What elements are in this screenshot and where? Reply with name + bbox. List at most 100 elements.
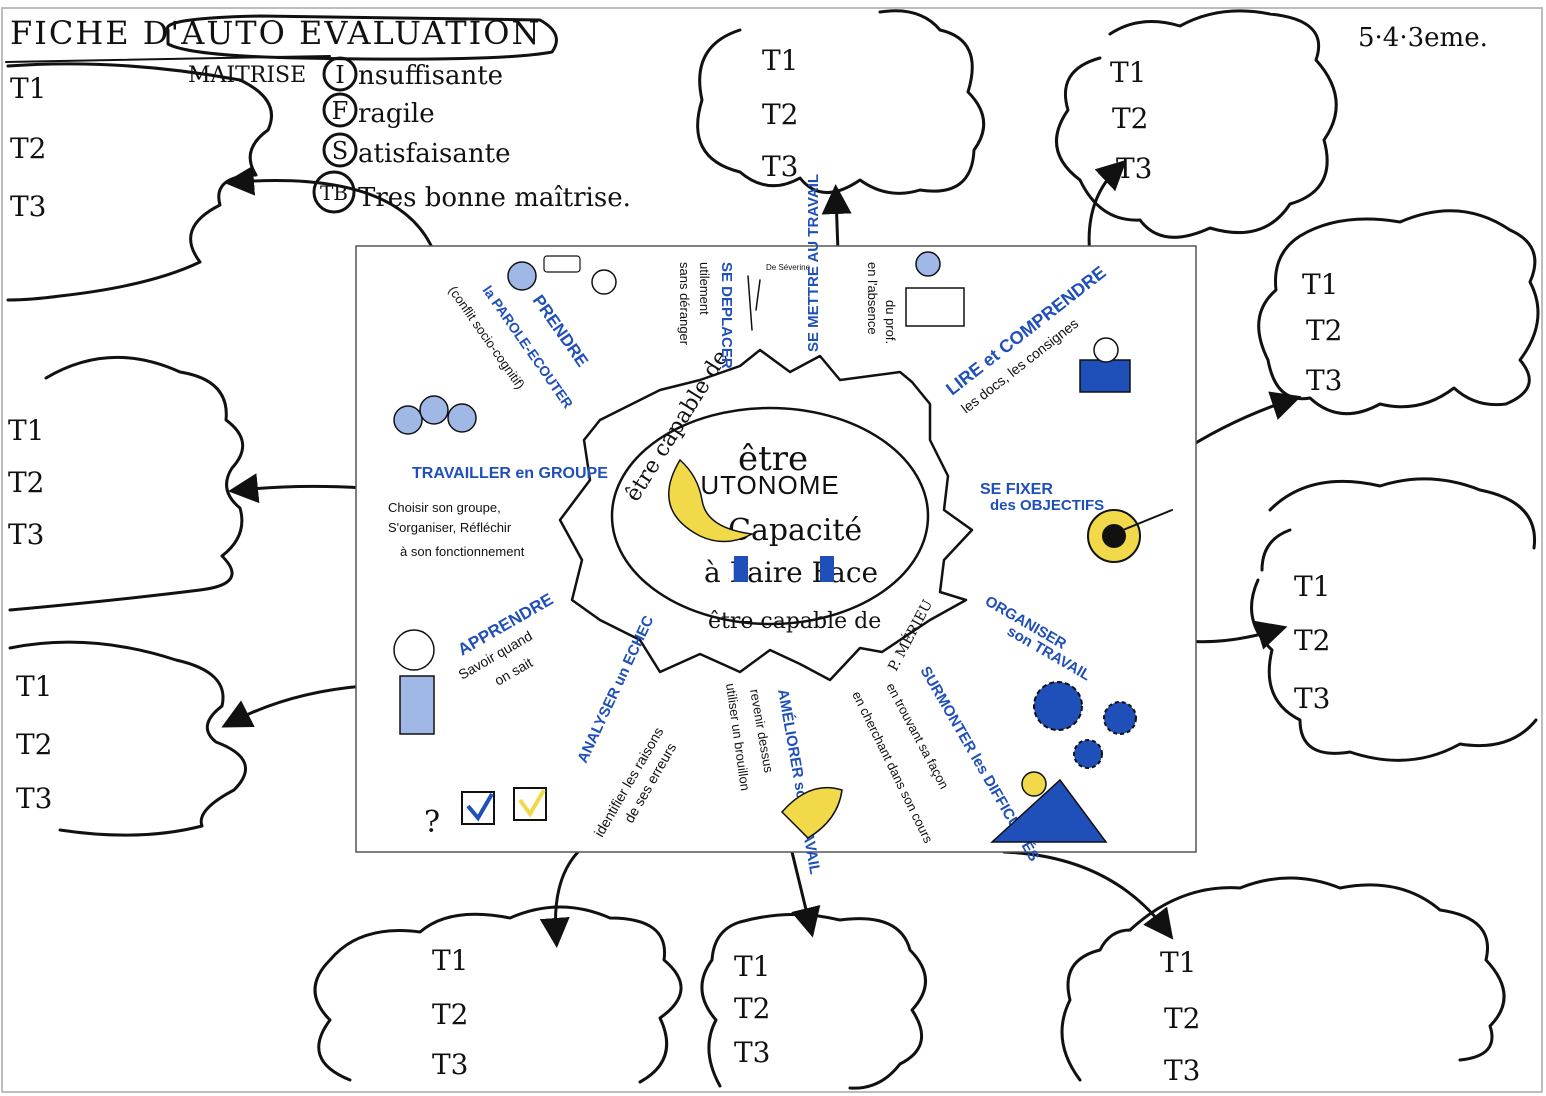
- tlabel-t1: T1: [762, 44, 799, 77]
- listener-icon: [591, 269, 617, 295]
- tlabel-t2: T2: [432, 998, 469, 1031]
- skill-sub1: utilement: [697, 262, 712, 315]
- tlabel-t3: T3: [10, 190, 47, 223]
- level-text: atisfaisante: [358, 139, 510, 169]
- tlabel-t1: T1: [10, 72, 47, 105]
- header: FICHE D'AUTO EVALUATION MAITRISE I nsuff…: [5, 14, 1488, 214]
- level-letter: I: [335, 61, 344, 89]
- cloud-top-2: [1054, 9, 1338, 239]
- desk-icon: [905, 287, 965, 327]
- tlabels-bottom-3: T1 T2 T3: [1160, 946, 1201, 1087]
- dart-icon: [1117, 509, 1173, 533]
- group-member-icon: [419, 395, 449, 425]
- boulder-icon: [1021, 771, 1047, 797]
- arrow-to-cloud-left-2: [228, 473, 366, 504]
- arrow-to-cloud-left-1: [224, 165, 436, 254]
- pencil-icon: [780, 786, 843, 839]
- tlabel-t2: T2: [762, 98, 799, 131]
- tlabel-t1: T1: [734, 950, 771, 983]
- central-poster: être capable de être AUTONOME Capacité à…: [355, 174, 1197, 876]
- skill-sub1: en l'absence: [865, 262, 880, 335]
- tlabel-t1: T1: [1302, 268, 1339, 301]
- level-tres-bonne: TB Tres bonne maîtrise.: [312, 170, 631, 214]
- arrow-to-cloud-bottom-2: [790, 850, 821, 938]
- level-circle: [322, 132, 358, 168]
- tlabels-top-2: T1 T2 T3: [1110, 56, 1153, 185]
- tlabel-t3: T3: [762, 150, 799, 183]
- tlabel-t1: T1: [432, 944, 469, 977]
- cloud-right-1: [1257, 209, 1540, 416]
- tlabel-t2: T2: [1164, 1002, 1201, 1035]
- grade-levels: 5·4·3eme.: [1358, 23, 1488, 53]
- poster-frame: [355, 245, 1197, 853]
- tlabels-right-1: T1 T2 T3: [1302, 268, 1343, 397]
- tlabel-t1: T1: [1110, 56, 1147, 89]
- tlabel-t3: T3: [1164, 1054, 1201, 1087]
- title-underline: [5, 55, 331, 63]
- reader-icon: [1093, 337, 1119, 363]
- tlabel-t3: T3: [1306, 364, 1343, 397]
- skill-sub2: sans déranger: [677, 262, 692, 346]
- skill-se-mettre-au-travail: SE METTRE AU TRAVAIL en l'absence du pro…: [805, 174, 965, 352]
- cloud-left-1: [6, 62, 273, 302]
- center-word-etre: être: [738, 439, 808, 479]
- skill-sub1: des OBJECTIFS: [990, 497, 1104, 514]
- level-letter: F: [332, 97, 349, 125]
- thinker-body-icon: [399, 675, 435, 735]
- tlabel-t3: T3: [16, 782, 53, 815]
- book-icon: [1079, 359, 1131, 393]
- center-oval: [610, 406, 930, 626]
- skill-sub1: Choisir son groupe,: [388, 500, 501, 515]
- level-fragile: F ragile: [322, 92, 435, 129]
- tlabel-t2: T2: [1112, 102, 1149, 135]
- tlabel-t2: T2: [8, 466, 45, 499]
- level-text: Tres bonne maîtrise.: [358, 183, 631, 213]
- level-insuffisante: I nsuffisante: [322, 56, 503, 92]
- title-oval: [165, 14, 558, 61]
- cloud-bottom-1: [313, 905, 683, 1084]
- group-member-icon: [393, 405, 423, 435]
- crescent-moon-icon: [668, 458, 755, 543]
- group-member-icon: [447, 403, 477, 433]
- skill-sub3: à son fonctionnement: [400, 544, 525, 559]
- tlabels-bottom-1: T1 T2 T3: [432, 944, 469, 1081]
- tlabel-t1: T1: [1160, 946, 1197, 979]
- skill-se-fixer-objectifs: SE FIXER des OBJECTIFS: [980, 481, 1173, 563]
- skill-sub2: S'organiser, Réfléchir: [388, 520, 512, 535]
- tlabel-t2: T2: [10, 132, 47, 165]
- arrow-to-cloud-top-1: [821, 184, 852, 254]
- tlabel-t2: T2: [16, 728, 53, 761]
- checkmark-icon: [518, 788, 546, 818]
- sheet-title: FICHE D'AUTO EVALUATION: [10, 14, 542, 52]
- tlabel-t3: T3: [432, 1048, 469, 1081]
- skill-title: SE METTRE AU TRAVAIL: [805, 174, 822, 352]
- checkmark-icon: [466, 792, 494, 822]
- tlabels-left-2: T1 T2 T3: [8, 414, 45, 551]
- tlabels-left-1: T1 T2 T3: [10, 72, 47, 223]
- cloud-top-1: [696, 9, 986, 195]
- tlabel-t1: T1: [1294, 570, 1331, 603]
- level-text: ragile: [358, 99, 435, 129]
- gear-icon: [1073, 739, 1103, 769]
- tlabel-t1: T1: [8, 414, 45, 447]
- starburst: [558, 348, 974, 682]
- gear-icon: [1103, 701, 1137, 735]
- cloud-bottom-3: [1060, 876, 1506, 1082]
- level-letter: S: [332, 137, 348, 165]
- arrow-to-cloud-bottom-1: [539, 850, 580, 948]
- tlabels-left-3: T1 T2 T3: [16, 670, 53, 815]
- student-icon: [915, 251, 941, 277]
- gear-icon: [1033, 681, 1083, 731]
- tlabel-t2: T2: [1306, 314, 1343, 347]
- tlabel-t2: T2: [1294, 624, 1331, 657]
- cloud-left-2: [8, 355, 245, 612]
- tlabel-t3: T3: [1294, 682, 1331, 715]
- skill-title: TRAVAILLER en GROUPE: [412, 465, 608, 482]
- blue-block-icon: [820, 556, 834, 582]
- cloud-left-3: [8, 640, 247, 837]
- center-line-bottom: être capable de: [708, 609, 881, 634]
- page-border: [1, 7, 1543, 1093]
- tlabels-right-2: T1 T2 T3: [1294, 570, 1331, 715]
- level-circle: [312, 170, 356, 214]
- cloud-right-2: [1250, 477, 1538, 762]
